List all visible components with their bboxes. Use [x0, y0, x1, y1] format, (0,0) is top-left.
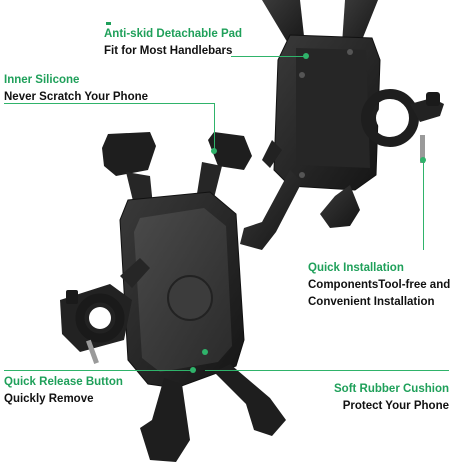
pointer-line-release — [4, 370, 194, 371]
callout-cushion-line1: Soft Rubber Cushion — [334, 383, 449, 395]
pointer-dot-release — [190, 367, 196, 373]
pointer-line-silicone-v — [214, 103, 215, 151]
callout-cushion: Soft Rubber Cushion Protect Your Phone — [334, 381, 449, 415]
callout-release: Quick Release Button Quickly Remove — [4, 374, 123, 408]
pointer-line-pad — [231, 56, 306, 57]
callout-release-line1: Quick Release Button — [4, 376, 123, 388]
callout-install-line1: Quick Installation — [308, 262, 404, 274]
back-view-holder — [240, 0, 444, 250]
callout-silicone-line2: Never Scratch Your Phone — [4, 91, 149, 103]
pointer-dot-install — [420, 157, 426, 163]
callout-pad: Anti-skid Detachable Pad Fit for Most Ha… — [104, 26, 242, 60]
callout-silicone-line1: Inner Silicone — [4, 74, 80, 86]
callout-pad-line1: Anti-skid Detachable Pad — [104, 28, 243, 40]
callout-install-line3: Convenient Installation — [308, 296, 435, 308]
callout-silicone: Inner Silicone Never Scratch Your Phone — [4, 72, 148, 106]
front-view-holder — [60, 132, 286, 462]
pointer-line-cushion — [205, 370, 449, 371]
accent-bar-pad — [106, 22, 111, 25]
callout-pad-line2: Fit for Most Handlebars — [104, 45, 233, 57]
callout-release-line2: Quickly Remove — [4, 393, 94, 405]
callout-install-line2: ComponentsTool-free and — [308, 279, 451, 291]
pointer-dot-cushion — [202, 349, 208, 355]
pointer-dot-pad — [303, 53, 309, 59]
pointer-line-silicone — [4, 103, 214, 104]
pointer-dot-silicone — [211, 148, 217, 154]
callout-install: Quick Installation ComponentsTool-free a… — [308, 260, 450, 311]
pointer-line-install-v — [423, 160, 424, 250]
callout-cushion-line2: Protect Your Phone — [342, 400, 449, 412]
